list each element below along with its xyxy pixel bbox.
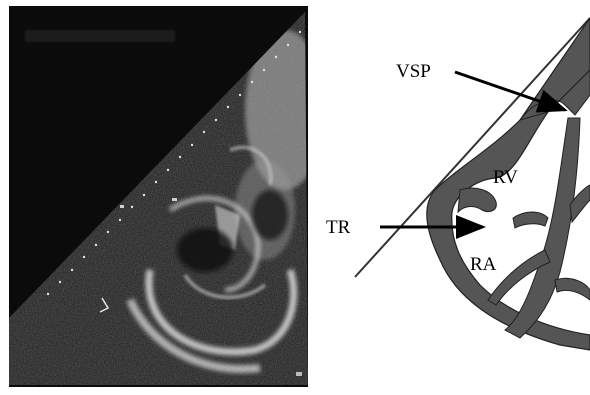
label-tr: TR: [326, 217, 351, 238]
label-ra: RA: [470, 254, 497, 275]
label-rv: RV: [493, 167, 518, 188]
tricuspid-leaflet: [458, 188, 496, 212]
echocardiogram-image: [9, 6, 325, 387]
label-vsp: VSP: [396, 61, 431, 82]
heart-schematic: VSP RV TR RA: [326, 18, 590, 350]
